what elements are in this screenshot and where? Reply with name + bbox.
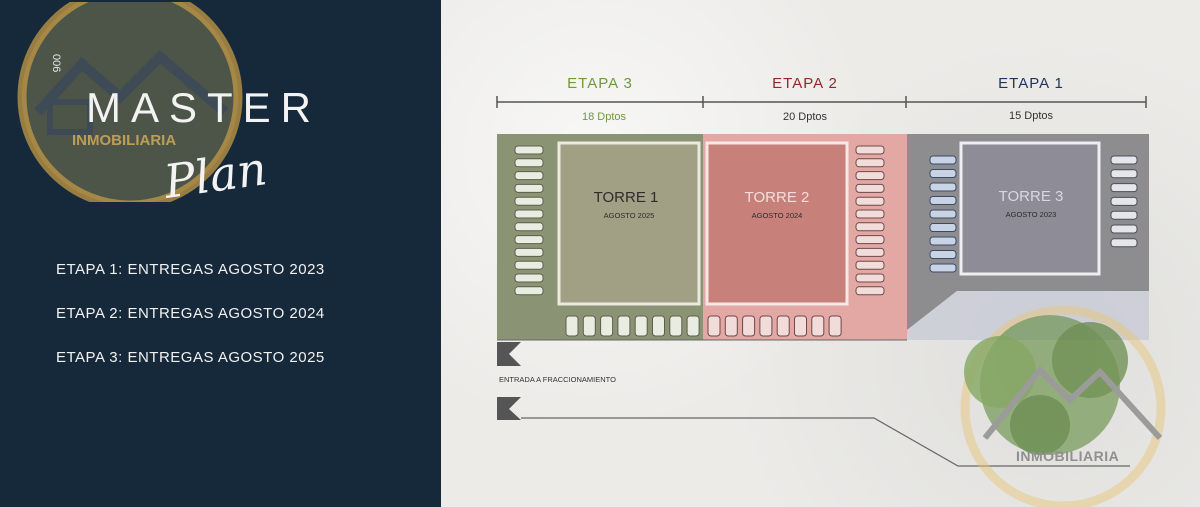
parking-space [600,315,614,337]
delivery-etapa-1: ETAPA 1: ENTREGAS AGOSTO 2023 [56,261,325,278]
stage-units-etapa-3: 18 Dptos [582,111,627,123]
delivery-etapa-3: ETAPA 3: ENTREGAS AGOSTO 2025 [56,349,325,366]
parking-space [514,183,544,193]
dimension-line [496,96,1147,108]
parking-space [855,183,885,193]
parking-space [929,250,957,259]
parking-space [855,235,885,245]
parking-space [707,315,721,337]
info-panel: 006 INMOBILIARIA MASTER Plan ETAPA 1: EN… [0,0,441,507]
parking-space [514,158,544,168]
parking-space [724,315,738,337]
access-road [521,417,1130,467]
title-master: MASTER [86,84,322,131]
parking-space [565,315,579,337]
parking-space [794,315,807,337]
parking-space [686,315,700,337]
parking-space [855,145,885,155]
parking-space [855,273,885,283]
watermark-brand-right: INMOBILIARIA [1016,448,1120,464]
parking-space [514,247,544,257]
stage-units-etapa-2: 20 Dptos [783,111,828,123]
parking-space [514,209,544,219]
parking-space [929,209,957,219]
tower-3-name: TORRE 3 [999,188,1064,205]
parking-space [514,196,544,206]
stage-label-etapa-1: ETAPA 1 [998,75,1064,92]
parking-space [1110,210,1138,220]
parking-space [855,209,885,219]
parking-space [669,315,683,337]
entrance-marker-bottom [497,397,521,420]
delivery-etapa-2: ETAPA 2: ENTREGAS AGOSTO 2024 [56,305,325,322]
parking-space [1110,196,1138,206]
parking-space [1110,183,1138,193]
tower-3-date: AGOSTO 2023 [1006,210,1057,219]
tower-3-footprint [959,141,1101,276]
parking-space [855,171,885,181]
parking-space [514,171,544,181]
parking-spaces [514,145,1138,337]
parking-space [514,260,544,270]
tower-2-date: AGOSTO 2024 [752,211,803,220]
tower-2-footprint [705,141,849,306]
entrance-label: ENTRADA A FRACCIONAMIENTO [499,375,616,384]
parking-space [514,235,544,245]
tower-1-name: TORRE 1 [594,189,659,206]
parking-space [514,286,544,296]
stage-label-etapa-2: ETAPA 2 [772,75,838,92]
parking-space [811,315,825,337]
parking-space [929,182,957,192]
parking-space [855,196,885,206]
watermark-brand: INMOBILIARIA [72,132,177,149]
parking-space [855,222,885,232]
parking-space [929,236,957,246]
parking-space [776,315,790,337]
parking-space [929,155,957,165]
parking-space [652,315,665,337]
parking-space [742,315,756,337]
parking-space [582,315,596,337]
parking-space [1110,224,1138,234]
logo-watermark-right [960,305,1166,507]
parking-space [855,247,885,257]
parking-space [929,223,957,232]
parking-space [929,169,957,178]
parking-space [1110,238,1138,248]
logo-watermark [17,2,243,202]
tower-1-footprint [557,141,701,306]
parking-space [929,263,957,273]
parking-space [828,315,842,337]
entrance-marker-top [497,342,521,366]
parking-space [1110,169,1138,179]
tower-1-date: AGOSTO 2025 [604,211,655,220]
parking-space [855,260,885,270]
parking-space [855,286,885,296]
site-plan: ETAPA 3 ETAPA 2 ETAPA 1 18 Dptos 20 Dpto… [496,75,1166,507]
parking-space [855,158,885,168]
parking-space [514,145,544,155]
parking-space [514,222,544,232]
stage-units-etapa-1: 15 Dptos [1009,110,1054,122]
parking-space [634,315,648,337]
parking-space [929,196,957,205]
stage-label-etapa-3: ETAPA 3 [567,75,633,92]
watermark-number: 006 [50,54,62,73]
parking-space [514,273,544,283]
parking-space [1110,155,1138,165]
parking-space [759,315,773,337]
parking-space [617,315,631,337]
tower-2-name: TORRE 2 [745,189,810,206]
